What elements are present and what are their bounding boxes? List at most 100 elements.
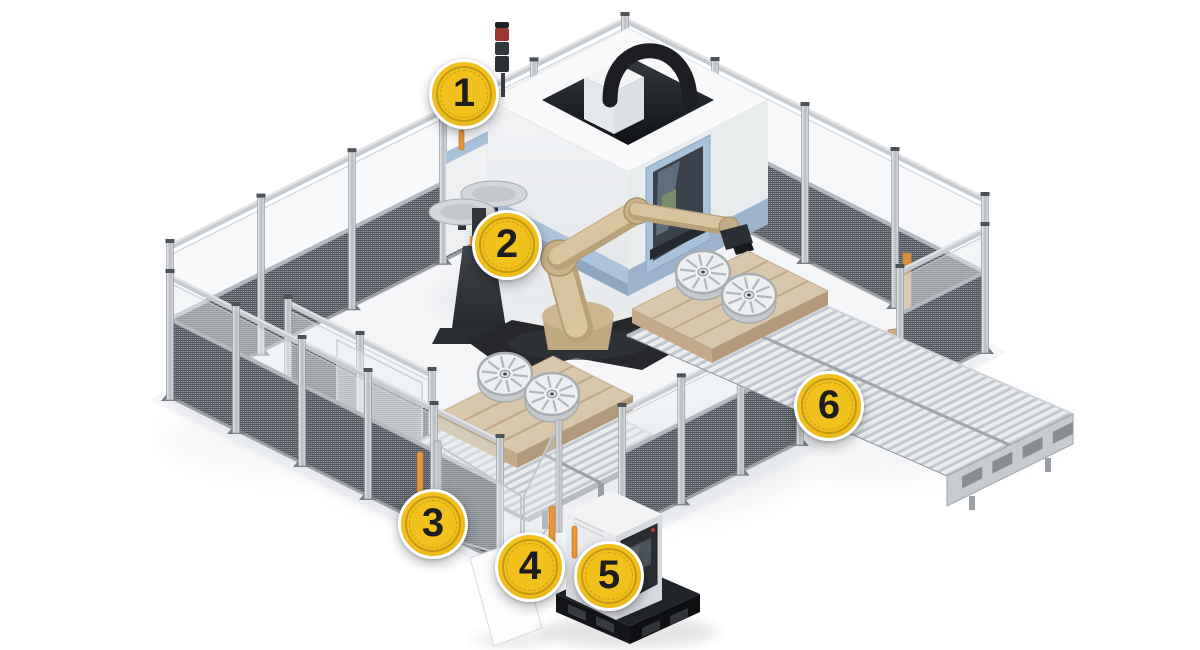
fork-slot <box>596 616 614 633</box>
fence-post <box>166 271 174 401</box>
conveyor-panel-slots <box>962 421 1073 489</box>
wheel-spoke <box>534 380 547 391</box>
callout-4-badge[interactable]: 4 <box>495 532 565 602</box>
fence-top-rail-highlight <box>169 274 501 441</box>
machine-side-unit-blue-trim <box>446 131 488 164</box>
wheel-spoke <box>755 285 770 294</box>
gate-post <box>555 419 563 533</box>
signal-lamp-segment <box>495 56 509 72</box>
fence-post-cap <box>347 148 357 153</box>
wheel-spoke <box>679 268 696 273</box>
wheel-spoke <box>751 278 761 290</box>
wheel-spoke <box>731 281 744 292</box>
callout-6-badge[interactable]: 6 <box>794 371 864 441</box>
signal-tower-pole <box>501 73 505 97</box>
wheel-spoke <box>697 253 703 267</box>
wheel-spoke <box>481 370 498 375</box>
fence-post <box>981 224 989 354</box>
wheel-spoke <box>511 364 526 373</box>
wheel-spoke <box>528 390 545 395</box>
gripper-station <box>428 180 528 344</box>
wheel-spoke <box>691 277 701 289</box>
wheel-center-cap <box>503 372 507 376</box>
wheel-spoke <box>749 300 755 314</box>
light-curtain-sensor <box>458 129 465 151</box>
callout-4-number: 4 <box>518 544 542 588</box>
wheel-spoke <box>559 393 576 398</box>
wheel-spoke <box>709 262 724 271</box>
sensor-frame-head <box>903 253 911 265</box>
fence-post-cap <box>710 57 720 61</box>
wheel-spoke <box>705 255 715 267</box>
callout-5-number: 5 <box>597 553 621 597</box>
wheel-spoke <box>725 291 742 296</box>
fence-post-cap <box>620 12 630 16</box>
signal-lamp-red <box>495 28 509 41</box>
wheel-center-cap <box>701 270 705 274</box>
fence-top-rail-highlight <box>899 227 986 271</box>
wheel-spoke <box>487 360 500 371</box>
cabinet-vents <box>573 517 605 538</box>
fence-top-rail <box>168 17 627 250</box>
conveyor-leg <box>598 483 604 501</box>
robot-link3 <box>630 203 732 230</box>
fence-post-cap <box>495 434 505 438</box>
conveyor-leg <box>969 496 975 510</box>
wheel-spoke <box>682 273 697 282</box>
wheel-spoke <box>510 377 523 388</box>
fence-post <box>348 150 356 310</box>
fence-post <box>439 105 447 265</box>
fence-post-cap <box>355 331 365 335</box>
fence-post-cap <box>676 373 686 378</box>
panel-slot <box>1052 421 1073 444</box>
fence-top-rail <box>898 227 987 275</box>
robot-gripper-finger <box>733 242 754 255</box>
callout-3-badge[interactable]: 3 <box>398 489 468 559</box>
pallet-side <box>632 309 712 363</box>
panel-slot <box>962 466 983 489</box>
fork-slot <box>642 620 660 637</box>
panel-slot <box>992 451 1013 474</box>
callout-1-badge[interactable]: 1 <box>429 59 499 129</box>
wheel-spoke <box>558 384 573 393</box>
callout-5-badge[interactable]: 5 <box>574 541 644 611</box>
fence-mid-rail <box>169 317 501 486</box>
conveyor-leg <box>542 511 548 529</box>
indicator-led <box>651 528 655 532</box>
wheel-center-cap <box>550 392 554 396</box>
wheel-spoke <box>685 258 698 269</box>
callout-2-badge[interactable]: 2 <box>472 210 542 280</box>
wheel-spoke <box>737 300 747 312</box>
callout-6-number: 6 <box>817 383 841 427</box>
alloy-wheel <box>523 371 581 423</box>
light-curtain-sensor <box>416 451 424 495</box>
fence-post-cap <box>165 239 175 243</box>
machine-table <box>650 222 706 260</box>
fork-slot <box>568 604 586 621</box>
alloy-wheels-left <box>476 351 581 423</box>
robot-gripper <box>720 224 753 250</box>
fence-top-rail-highlight <box>169 17 626 246</box>
fork-slot <box>670 608 688 625</box>
fence-post-cap <box>297 335 307 339</box>
wheel-spoke <box>507 357 517 369</box>
callout-1-number: 1 <box>452 71 476 115</box>
fence-post-cap <box>363 368 373 372</box>
alloy-wheels-right <box>674 249 778 324</box>
fence-mid-rail <box>899 270 986 316</box>
fence-post-cap <box>256 193 266 198</box>
fence-post-cap <box>231 302 241 306</box>
fence-post <box>677 376 686 505</box>
wheel-spoke <box>754 298 767 309</box>
fence-top-rail <box>168 274 502 445</box>
fence-post-cap <box>890 147 900 151</box>
fence-post <box>364 370 372 500</box>
wheel-spoke <box>728 296 743 305</box>
fence-post-cap <box>617 403 627 407</box>
cabinet-handle <box>571 525 578 559</box>
fence-post-cap <box>165 269 175 273</box>
machine-column-right <box>614 77 644 134</box>
conveyor-leg <box>1045 458 1051 472</box>
robot-link2 <box>548 201 643 265</box>
